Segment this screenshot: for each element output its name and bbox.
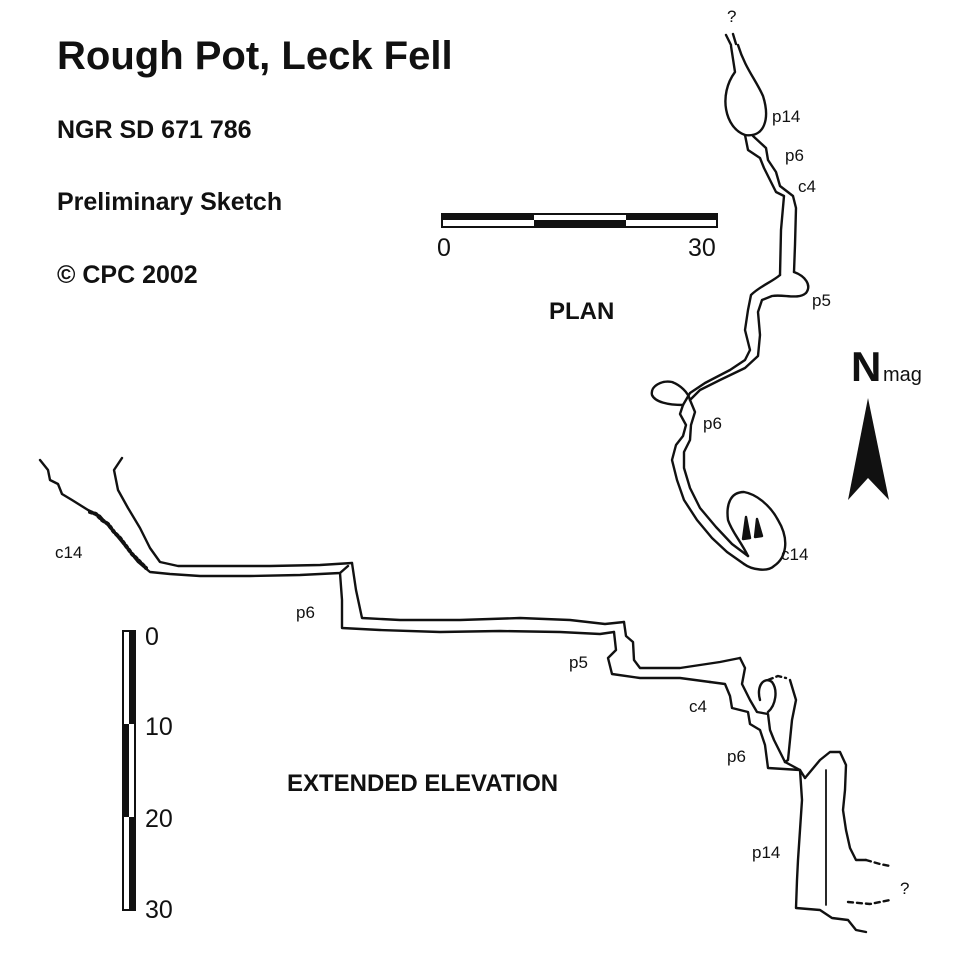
north-letter: N (851, 343, 881, 390)
elevation-label-c14: c14 (55, 543, 82, 562)
north-suffix: mag (883, 364, 922, 386)
plan-scale-bar: 0 30 (437, 213, 718, 262)
elevation-scale-0: 0 (145, 623, 159, 651)
elevation-label-p14: p14 (752, 843, 780, 862)
north-arrow-right-half (868, 398, 889, 500)
plan-label-p6-mid: p6 (703, 414, 722, 433)
plan-labels: ? p14 p6 c4 p5 p6 c14 (703, 7, 831, 564)
elevation-heading: EXTENDED ELEVATION (287, 770, 559, 797)
plan-label-p6-top: p6 (785, 146, 804, 165)
elevation-label-c4: c4 (689, 697, 707, 716)
north-arrow-left-half (848, 398, 868, 500)
north-arrow: N mag (848, 343, 922, 500)
plan-scale-start: 0 (437, 234, 451, 262)
plan-scale-end: 30 (688, 234, 716, 262)
elevation-labels: c14 p6 p5 c4 p6 p14 ? (55, 543, 909, 898)
survey-status: Preliminary Sketch (57, 188, 283, 216)
elevation-label-p6-a: p6 (296, 603, 315, 622)
elevation-label-p5: p5 (569, 653, 588, 672)
survey-title: Rough Pot, Leck Fell (57, 34, 453, 78)
plan-passage (650, 32, 810, 571)
elevation-label-question: ? (900, 879, 909, 898)
elevation-passage (38, 456, 892, 934)
grid-reference: NGR SD 671 786 (57, 116, 252, 144)
elevation-label-p6-b: p6 (727, 747, 746, 766)
plan-label-p14: p14 (772, 107, 800, 126)
elevation-scale-10: 10 (145, 713, 173, 741)
elevation-scale-bar: 0 10 20 30 (122, 623, 173, 924)
plan-heading: PLAN (549, 298, 615, 325)
plan-label-c4: c4 (798, 177, 816, 196)
elevation-scale-20: 20 (145, 805, 173, 833)
plan-label-c14: c14 (781, 545, 808, 564)
plan-label-p5: p5 (812, 291, 831, 310)
plan-label-question: ? (727, 7, 736, 26)
elevation-scale-30: 30 (145, 896, 173, 924)
copyright-notice: © CPC 2002 (57, 261, 198, 289)
